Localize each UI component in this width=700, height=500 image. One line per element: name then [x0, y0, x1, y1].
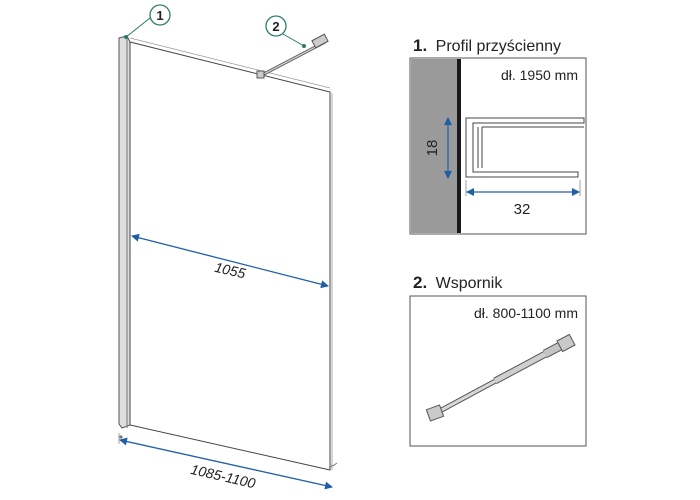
- dimension-profile-width-label: 32: [514, 201, 531, 218]
- callout-1-label: 1: [156, 8, 163, 23]
- bracket-rod: [425, 333, 576, 422]
- profile-length: dł. 1950 mm: [501, 67, 578, 83]
- dimension-total-width-label: 1085-1100: [189, 461, 257, 491]
- dimension-glass-width-label: 1055: [213, 259, 247, 282]
- profile-title: Profil przyścienny: [436, 38, 561, 55]
- dimension-profile-height: 18: [424, 117, 452, 179]
- glass-panel: [129, 41, 331, 471]
- bracket-on-panel: [256, 33, 329, 79]
- glass-panel-drawing: [118, 33, 338, 471]
- bracket-length: dł. 800-1100 mm: [474, 305, 578, 321]
- wall-profile-bar: [118, 35, 131, 429]
- bracket-box: [409, 295, 587, 447]
- callout-1: 1: [124, 4, 171, 39]
- dimension-profile-height-label: 18: [424, 140, 441, 157]
- bracket-title: Wspornik: [436, 275, 504, 292]
- bracket-number: 2.: [413, 273, 427, 292]
- dimension-glass-width: 1055: [131, 233, 329, 289]
- profile-number: 1.: [413, 36, 427, 55]
- profile-cross-section: [465, 117, 585, 178]
- callout-2-label: 2: [272, 19, 279, 34]
- svg-text:1. Profil przyścienny: 1. Profil przyścienny: [413, 36, 561, 55]
- callout-2: 2: [265, 15, 306, 48]
- svg-text:2. Wspornik: 2. Wspornik: [413, 273, 503, 292]
- bracket-section: 2. Wspornik dł. 800-1100 mm: [409, 273, 587, 447]
- dimension-profile-width: 32: [465, 180, 581, 218]
- profile-section: 1. Profil przyścienny 18 32 dł. 1950 mm: [409, 36, 587, 235]
